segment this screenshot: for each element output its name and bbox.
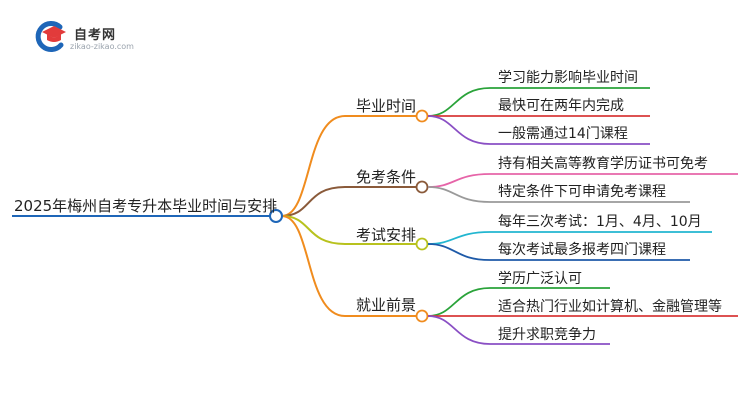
graduation-cap-icon xyxy=(35,21,66,53)
branch-connector xyxy=(281,186,346,217)
leaf-item: 每年三次考试：1月、4月、10月 xyxy=(498,214,702,230)
branch-node xyxy=(415,180,429,194)
leaf-connector xyxy=(427,87,491,117)
leaf-connector xyxy=(427,115,491,145)
logo-title: 自考网 xyxy=(74,28,117,43)
branch-exemption-conditions: 免考条件 xyxy=(356,168,417,186)
leaf-connector xyxy=(427,315,491,345)
branch-connector xyxy=(281,115,346,217)
leaf-connector xyxy=(427,186,491,203)
leaf-connector xyxy=(427,287,491,317)
leaf-connector xyxy=(427,231,491,245)
logo: 自考网 zikao-zikao.com xyxy=(30,18,140,54)
leaf-item: 每次考试最多报考四门课程 xyxy=(498,242,666,258)
leaf-connector xyxy=(427,173,491,188)
leaf-item: 适合热门行业如计算机、金融管理等 xyxy=(498,299,722,315)
logo-url: zikao-zikao.com xyxy=(70,42,134,51)
leaf-connector xyxy=(427,243,491,261)
branch-graduation-time: 毕业时间 xyxy=(356,97,417,115)
branch-career-prospects: 就业前景 xyxy=(356,296,417,314)
leaf-item: 提升求职竞争力 xyxy=(498,327,596,343)
branch-node xyxy=(415,309,429,323)
root-node xyxy=(269,209,283,223)
leaf-item: 最快可在两年内完成 xyxy=(498,98,624,114)
branch-node xyxy=(415,109,429,123)
leaf-item: 持有相关高等教育学历证书可免考 xyxy=(498,156,708,172)
branch-node xyxy=(415,237,429,251)
branch-connector xyxy=(281,215,346,317)
leaf-item: 特定条件下可申请免考课程 xyxy=(498,184,666,200)
leaf-item: 学历广泛认可 xyxy=(498,271,582,287)
leaf-item: 一般需通过14门课程 xyxy=(498,126,628,142)
branch-connector xyxy=(281,215,346,245)
branch-exam-schedule: 考试安排 xyxy=(356,226,417,244)
root-label: 2025年梅州自考专升本毕业时间与安排 xyxy=(14,197,278,215)
leaf-item: 学习能力影响毕业时间 xyxy=(498,70,638,86)
